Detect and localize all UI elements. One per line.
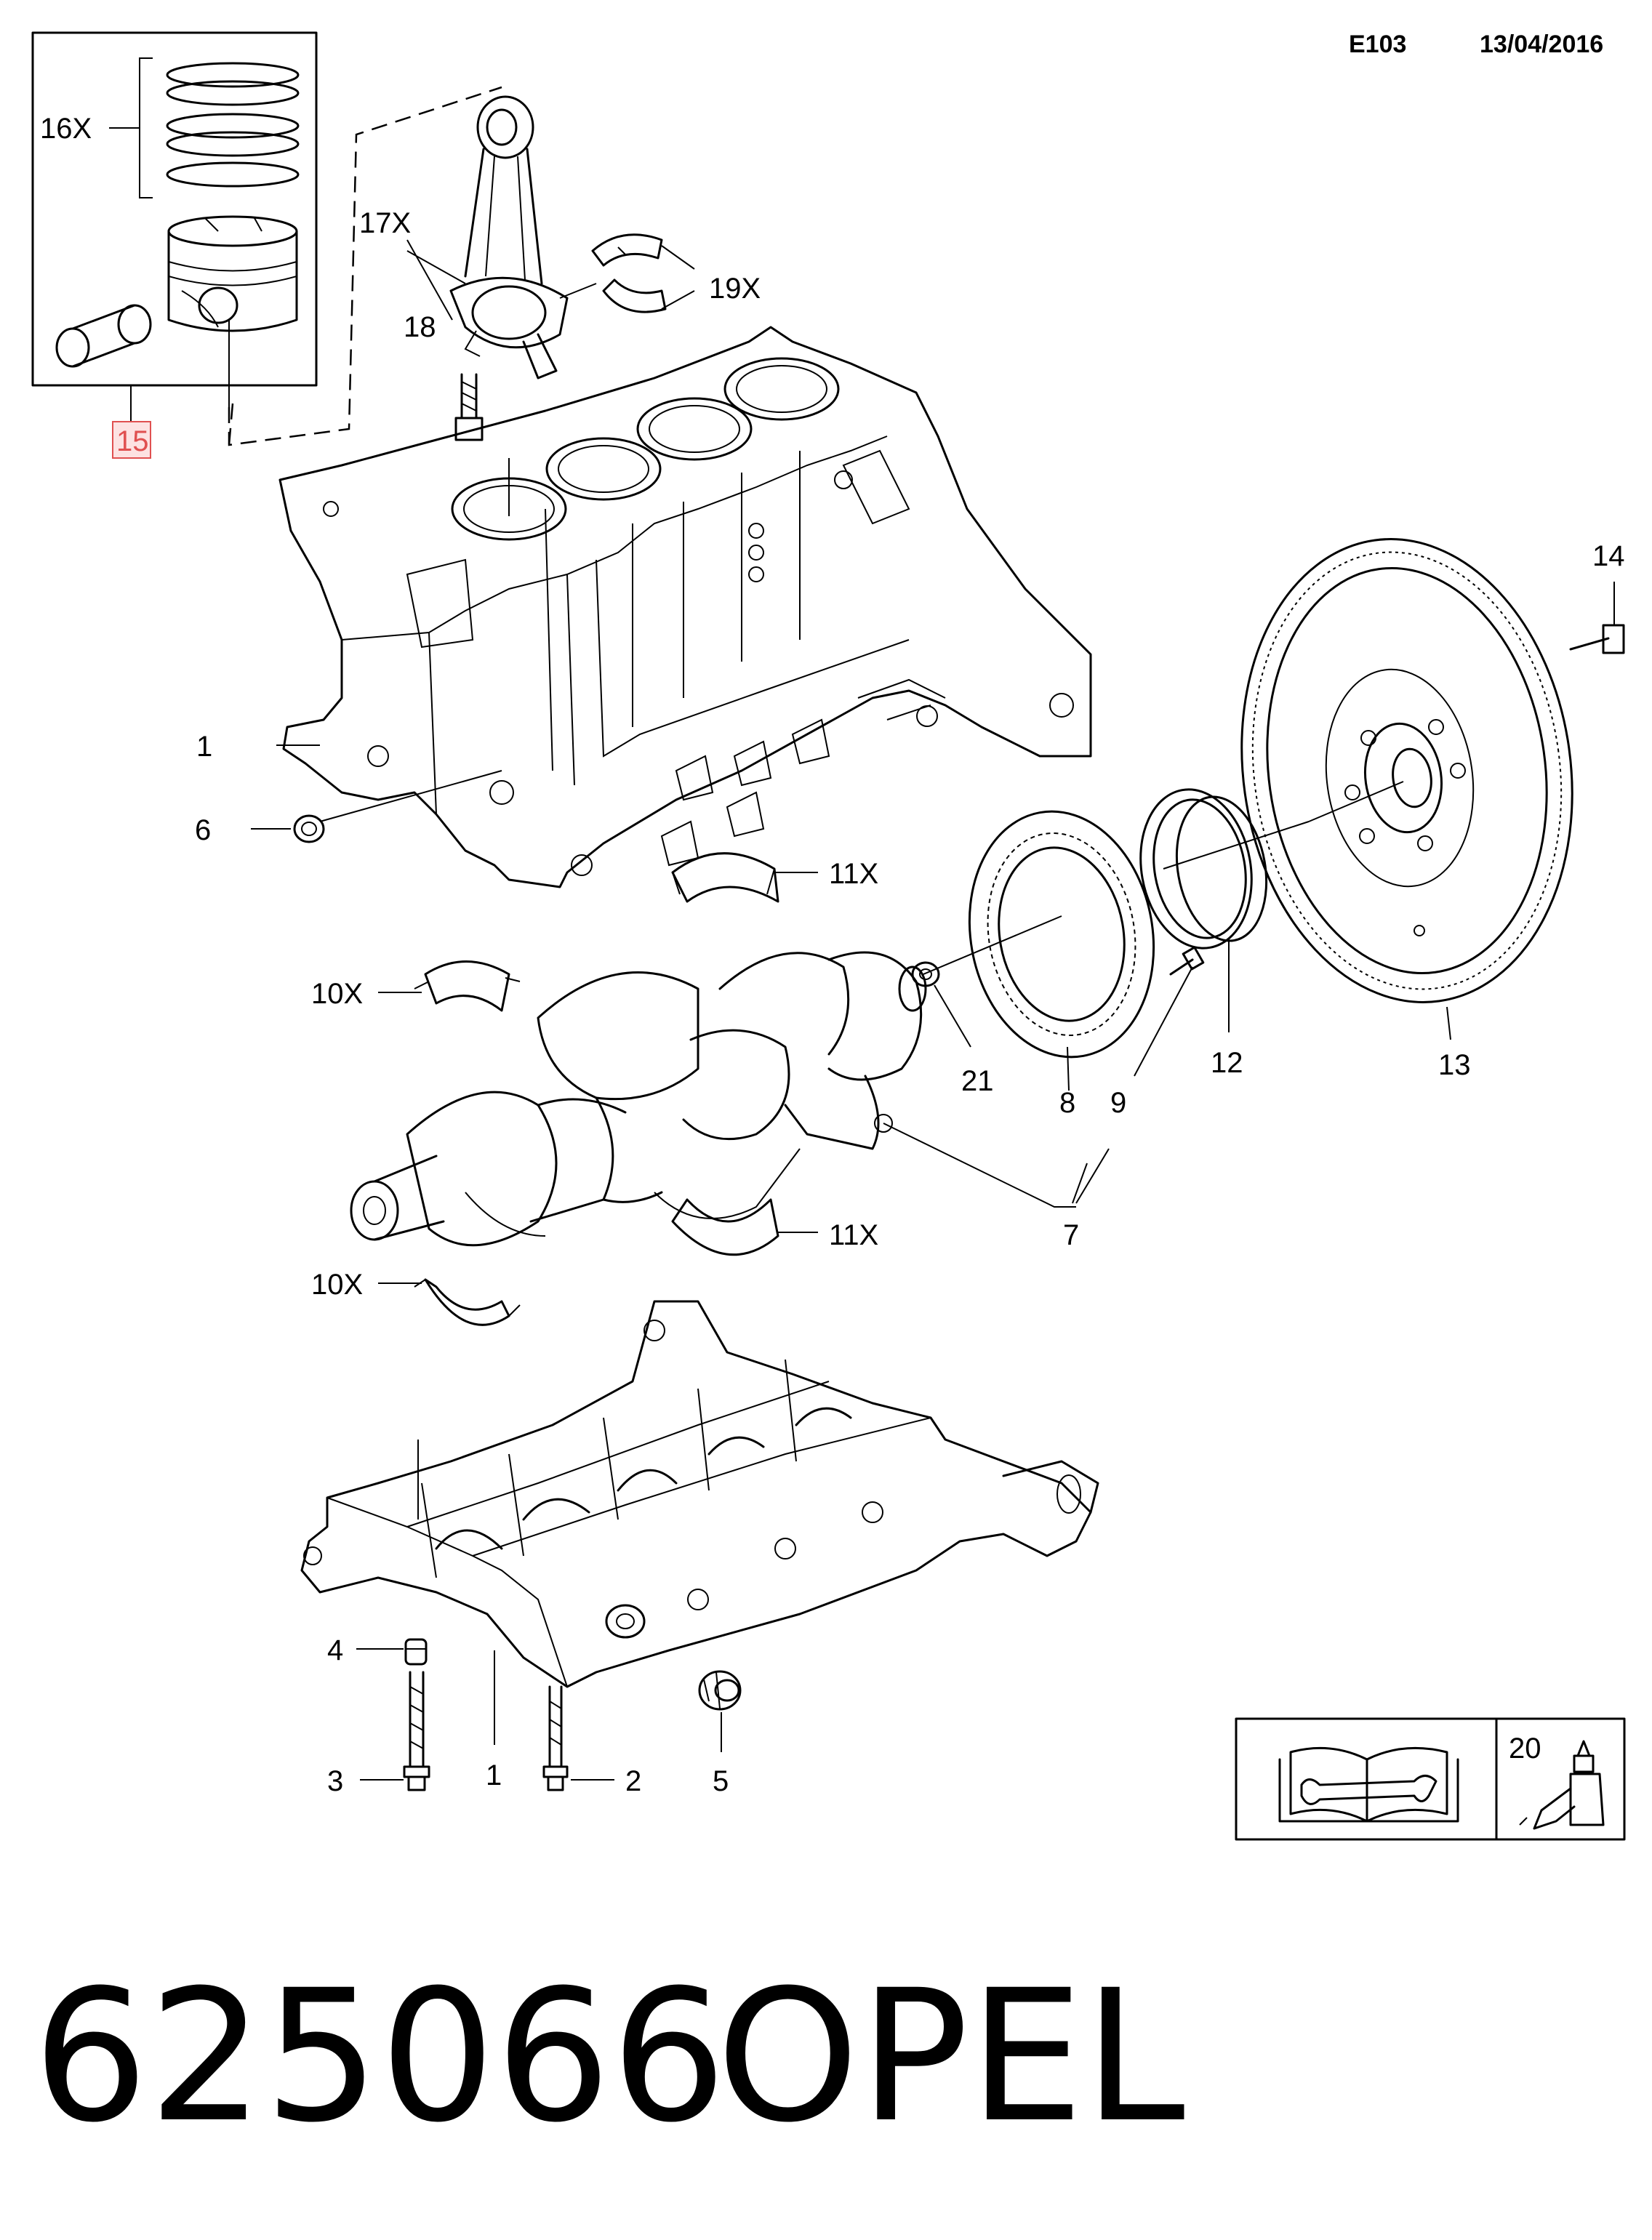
crankshaft (350, 951, 927, 1247)
label-21: 21 (961, 1065, 994, 1097)
drain-plug (698, 1670, 742, 1711)
piston (167, 215, 298, 407)
label-5: 5 (713, 1765, 729, 1797)
crankcase-bolt-short (542, 1685, 569, 1791)
piston-rings (166, 62, 300, 188)
assembly-dashed-line (228, 86, 502, 446)
pulse-ring-screw (1169, 946, 1205, 976)
upper-thrust-bearing (414, 960, 521, 1012)
label-6: 6 (195, 814, 211, 846)
label-19x: 19X (709, 273, 761, 305)
pulse-ring (968, 810, 1155, 1059)
lower-crankcase (300, 1300, 1099, 1688)
flywheel-bolt (1569, 624, 1625, 654)
label-16x: 16X (40, 113, 92, 145)
label-11x-lower: 11X (829, 1219, 878, 1251)
label-7: 7 (1063, 1219, 1079, 1251)
engine-block (278, 326, 1092, 888)
repair-manual-icon (1278, 1746, 1459, 1823)
sealant-tube-icon (1519, 1740, 1605, 1830)
piston-kit-group: 16X 15 (31, 31, 318, 459)
label-1-block: 1 (196, 731, 212, 763)
label-20: 20 (1509, 1733, 1541, 1765)
rear-seal-ring (1139, 788, 1268, 950)
flywheel (1240, 538, 1573, 1003)
crankcase-bolt-long (403, 1671, 430, 1791)
label-15[interactable]: 15 (116, 425, 149, 457)
brand-name: OPEL (716, 1951, 1185, 2162)
legend-box: 20 (1235, 1717, 1626, 1841)
part-number: 625066 (33, 1951, 726, 2162)
dowel-sleeve (404, 1638, 428, 1666)
lower-main-bearing-shell (671, 1198, 779, 1256)
label-12: 12 (1211, 1047, 1243, 1079)
label-14: 14 (1592, 540, 1625, 572)
lower-thrust-bearing (414, 1278, 521, 1326)
label-11x-upper: 11X (829, 858, 878, 890)
label-10x-upper: 10X (311, 978, 363, 1010)
connecting-rod (449, 95, 569, 380)
diagram-date: 13/04/2016 (1480, 31, 1603, 58)
diagram-code: E103 (1349, 31, 1406, 58)
piston-pin (55, 304, 152, 368)
block-plug (293, 814, 325, 843)
label-17x: 17X (359, 207, 411, 239)
label-9: 9 (1110, 1087, 1126, 1119)
label-3: 3 (327, 1765, 343, 1797)
crankshaft-bush (911, 961, 940, 987)
label-2: 2 (625, 1765, 641, 1797)
label-10x-lower: 10X (311, 1269, 363, 1301)
legend-frame (1235, 1717, 1626, 1841)
label-13: 13 (1438, 1049, 1471, 1081)
label-18: 18 (404, 311, 436, 343)
label-1-lower: 1 (486, 1759, 502, 1791)
rod-bearing-shells (591, 233, 667, 313)
piston-kit-frame (31, 31, 318, 387)
rod-bolt (454, 373, 484, 441)
upper-main-bearing-shell (671, 852, 779, 903)
highlight-box-15 (112, 421, 151, 459)
label-8: 8 (1059, 1087, 1075, 1119)
label-4: 4 (327, 1634, 343, 1666)
